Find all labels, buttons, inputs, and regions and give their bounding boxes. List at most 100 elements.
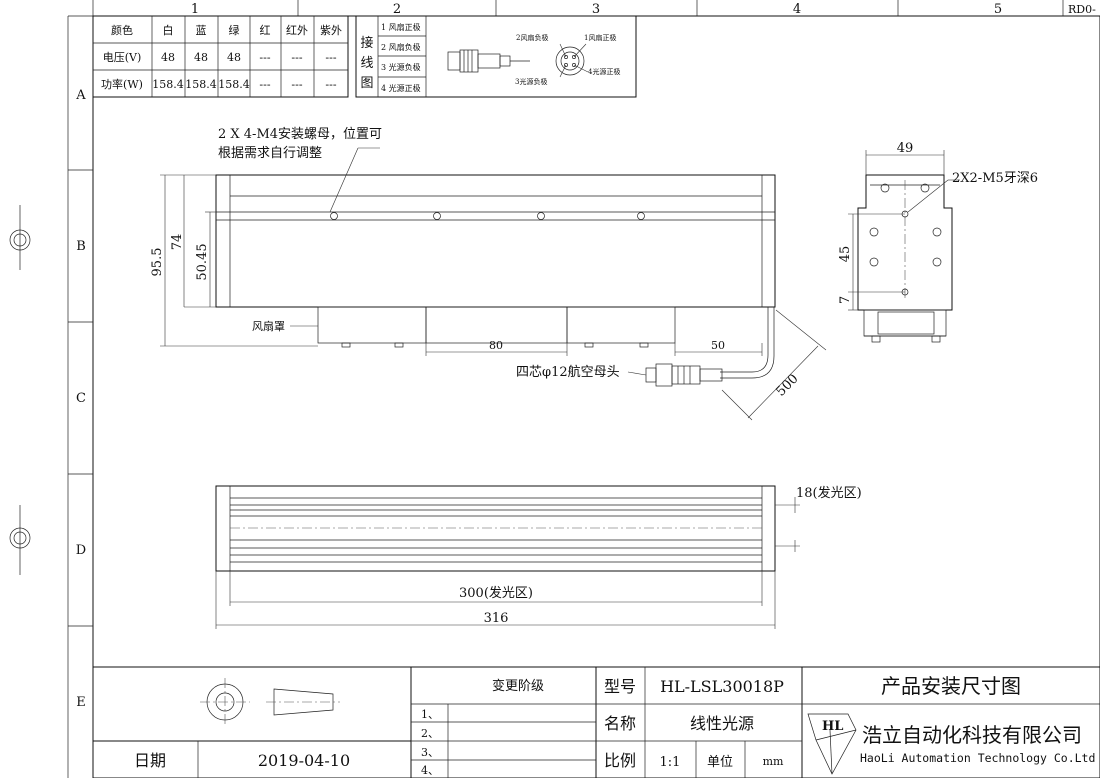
column-markers: 1 2 3 4 5 RD0- — [191, 2, 1096, 17]
bottom-view — [215, 485, 776, 572]
emit-length-label: 300(发光区) — [459, 585, 533, 601]
pinout-sketch — [555, 43, 589, 78]
spec-header-uv: 紫外 — [320, 24, 342, 37]
change-row-3: 3、 — [421, 746, 439, 759]
change-row-2: 2、 — [421, 727, 439, 740]
spec-cell: --- — [291, 78, 302, 91]
col-marker-1: 1 — [191, 2, 199, 17]
wiring-pin-1: 1 风扇正极 — [381, 22, 421, 32]
row-marker-b: B — [76, 239, 86, 254]
dim-cable-500: 500 — [773, 371, 801, 399]
spec-cell: --- — [291, 51, 302, 64]
spec-cell: --- — [259, 51, 270, 64]
dim-side-45: 45 — [838, 246, 853, 263]
col-marker-2: 2 — [393, 2, 401, 17]
fan-cover — [317, 306, 427, 344]
scale-label: 比例 — [604, 751, 636, 770]
side-view — [857, 174, 953, 343]
col-marker-4: 4 — [793, 2, 801, 17]
unit-value: mm — [763, 755, 784, 768]
spec-cell: 158.4 — [218, 78, 250, 91]
fan-cover-label: 风扇罩 — [252, 319, 285, 333]
revision-mark: RD0- — [1068, 3, 1096, 16]
dim-height-inner: 50.45 — [195, 243, 210, 280]
dim-height-total: 95.5 — [150, 248, 165, 277]
scale-value: 1:1 — [660, 755, 681, 770]
spec-header-red: 红 — [260, 24, 271, 37]
spec-cell: --- — [259, 78, 270, 91]
model-value: HL-LSL30018P — [660, 677, 784, 696]
name-label: 名称 — [604, 714, 636, 733]
spec-header-infrared: 红外 — [286, 24, 308, 37]
spec-cell: 48 — [227, 51, 241, 64]
spec-cell-power-label: 功率(W) — [101, 77, 143, 91]
row-markers: A B C D E — [75, 88, 86, 710]
drawing-title: 产品安装尺寸图 — [881, 674, 1021, 698]
spec-cell: 158.4 — [152, 78, 184, 91]
company-name-cn: 浩立自动化科技有限公司 — [862, 723, 1082, 747]
nut-note-line1: 2 X 4-M4安装螺母，位置可 — [218, 127, 382, 142]
spec-header-blue: 蓝 — [196, 24, 207, 37]
dim-height-body: 74 — [170, 234, 185, 251]
spec-cell: --- — [325, 78, 336, 91]
dim-length-316: 316 — [484, 611, 509, 626]
dim-side-width: 49 — [897, 141, 914, 156]
row-marker-e: E — [76, 695, 86, 710]
dim-side-7: 7 — [838, 296, 853, 304]
mount-nut-hole — [637, 212, 645, 220]
side-thread-label: 2X2-M5牙深6 — [952, 171, 1038, 186]
company-logo: HL — [807, 713, 857, 775]
pinout-label-1: 1风扇正极 — [584, 33, 616, 42]
sheet-border — [9, 0, 1100, 778]
dim-spacing-80: 80 — [489, 339, 503, 352]
spec-cell: 158.4 — [185, 78, 217, 91]
wiring-title-char: 接 — [360, 35, 373, 51]
nut-note-line2: 根据需求自行调整 — [218, 146, 322, 161]
company-name-en: HaoLi Automation Technology Co.Ltd — [860, 751, 1095, 765]
spec-header-white: 白 — [163, 23, 174, 37]
mount-nut-hole — [330, 212, 338, 220]
change-row-1: 1、 — [421, 708, 439, 721]
date-label: 日期 — [134, 751, 166, 770]
row-marker-c: C — [76, 391, 86, 406]
row-marker-a: A — [75, 88, 86, 103]
date-value: 2019-04-10 — [258, 751, 350, 770]
wiring-title-char: 图 — [360, 76, 373, 91]
spec-cell: 48 — [161, 51, 175, 64]
change-title: 变更阶级 — [492, 678, 544, 694]
spec-header-color: 颜色 — [111, 23, 133, 37]
pinout-label-3: 3光源负极 — [515, 77, 547, 86]
spec-table: 颜色 白 蓝 绿 红 红外 紫外 电压(V) 48 48 48 --- --- … — [92, 15, 349, 98]
connector-sketch — [447, 49, 530, 73]
dim-spacing-50: 50 — [711, 339, 725, 352]
spec-cell-voltage-label: 电压(V) — [103, 51, 142, 64]
wiring-diagram: 接 线 图 1 风扇正极 2 风扇负极 3 光源负极 4 光源正极 — [355, 15, 637, 98]
wiring-pin-2: 2 风扇负极 — [381, 42, 421, 52]
col-marker-3: 3 — [592, 2, 600, 17]
emit-height-label: 18(发光区) — [796, 485, 862, 501]
logo-text: HL — [822, 719, 843, 734]
projection-symbol — [200, 678, 340, 726]
front-view-dimensions: 95.5 74 50.45 80 50 500 2 X 4-M4安装螺母，位置可… — [150, 127, 827, 421]
mount-nut-hole — [537, 212, 545, 220]
pinout-label-4: 4光源正极 — [588, 67, 620, 76]
spec-header-green: 绿 — [229, 23, 240, 37]
title-block: 变更阶级 1、 2、 3、 4、 日期 2019-04-10 型号 HL-LSL… — [93, 666, 1100, 778]
wiring-title-char: 线 — [360, 56, 373, 71]
change-row-4: 4、 — [421, 764, 439, 777]
bottom-view-dimensions: 18(发光区) 300(发光区) 316 — [215, 485, 862, 629]
spec-cell: --- — [325, 51, 336, 64]
fan-cover — [425, 306, 568, 344]
unit-label: 单位 — [707, 755, 733, 770]
wiring-pin-4: 4 光源正极 — [381, 83, 421, 93]
side-view-dimensions: 49 45 7 2X2-M5牙深6 — [838, 141, 1038, 311]
spec-cell: 48 — [194, 51, 208, 64]
pinout-label-2: 2风扇负极 — [516, 33, 548, 42]
col-marker-5: 5 — [994, 2, 1002, 17]
mount-nut-hole — [433, 212, 441, 220]
row-marker-d: D — [76, 543, 86, 558]
wiring-pin-3: 3 光源负极 — [381, 62, 421, 72]
name-value: 线性光源 — [690, 714, 754, 733]
model-label: 型号 — [604, 677, 636, 696]
